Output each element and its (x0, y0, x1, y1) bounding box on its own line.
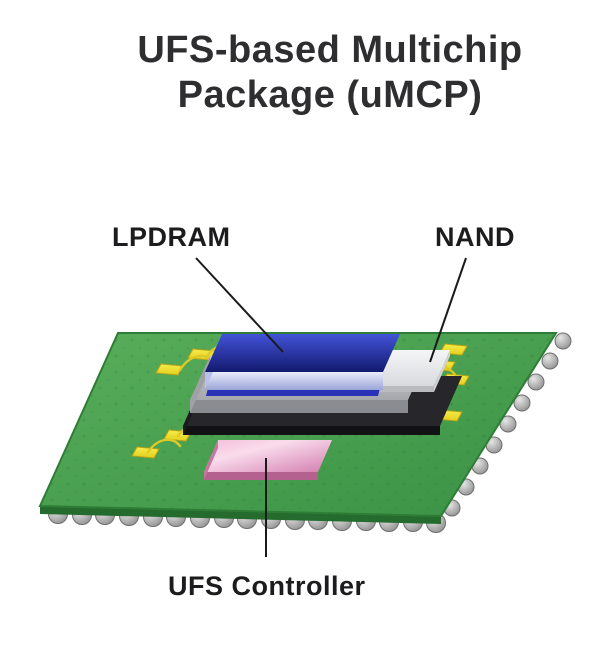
spacer-front (190, 400, 408, 413)
chip-stack (183, 334, 462, 435)
solder-ball (527, 373, 545, 391)
diagram-title: UFS-based Multichip Package (uMCP) (95, 28, 565, 118)
lpdram-die (205, 334, 400, 396)
title-line-2: Package (uMCP) (177, 73, 483, 116)
controller-side (204, 440, 218, 480)
gold-pad (155, 363, 184, 376)
solder-ball (513, 394, 531, 412)
title-line-1: UFS-based Multichip (137, 29, 523, 71)
nand-leader-line (429, 257, 467, 363)
controller-top (204, 440, 332, 472)
solder-ball (499, 415, 517, 433)
ufs-controller-die (204, 440, 332, 480)
gold-pad (131, 446, 160, 459)
lpdram-label: LPDRAM (112, 222, 231, 252)
bond-wire (146, 438, 182, 454)
lpdram-top (205, 334, 400, 372)
leader-lines (195, 257, 467, 557)
nand-side (434, 350, 450, 392)
solder-ball-row-right (443, 332, 572, 517)
controller-front (204, 472, 318, 480)
nand-label: NAND (435, 222, 515, 252)
spacer-side (190, 356, 210, 413)
board-front-edge (40, 506, 441, 524)
substrate-front (183, 426, 440, 435)
lpdram-leader-line (195, 257, 284, 353)
ufs-controller-label: UFS Controller (168, 571, 366, 601)
solder-ball (554, 332, 572, 350)
solder-ball (541, 352, 559, 370)
lpdram-front (205, 372, 383, 390)
